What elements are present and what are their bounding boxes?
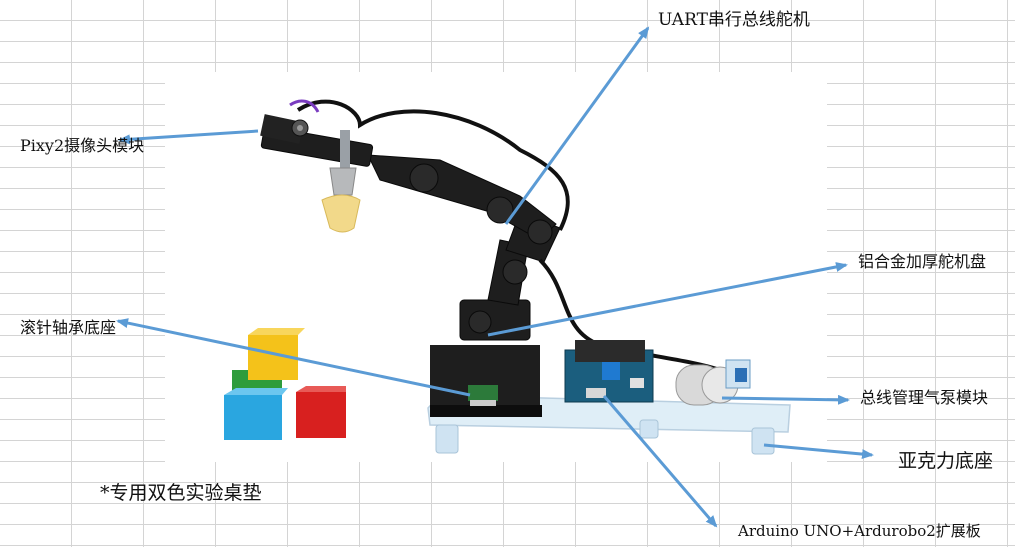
suction-cup [321,130,361,233]
robot-arm-body [260,125,561,341]
air-pump-module [675,359,751,406]
label-uart-servo: UART串行总线舵机 [658,10,810,30]
arrow-arduino-board [602,395,718,528]
arrow-acrylic-base [763,443,874,460]
label-bearing-base: 滚针轴承底座 [20,318,117,337]
arrow-pump-module [721,394,850,405]
bearing-base-box [430,345,542,417]
arrow-pixy2 [118,129,259,145]
arrow-uart-servo [504,26,650,225]
arduino-board-stack [564,340,654,403]
pixy2-camera-module [260,114,309,144]
annotation-arrows [116,26,874,528]
label-pixy2: Pixy2摄像头模块 [20,136,145,155]
arrow-bearing-base [116,318,471,397]
label-acrylic-base: 亚克力底座 [898,450,994,472]
label-pump-module: 总线管理气泵模块 [860,388,989,407]
arrow-servo-disc [487,262,848,337]
label-arduino-board: Arduino UNO+Ardurobo2扩展板 [738,522,981,540]
label-servo-disc: 铝合金加厚舵机盘 [858,252,987,271]
label-mat-note: *专用双色实验桌垫 [100,482,262,504]
color-blocks [224,328,346,440]
